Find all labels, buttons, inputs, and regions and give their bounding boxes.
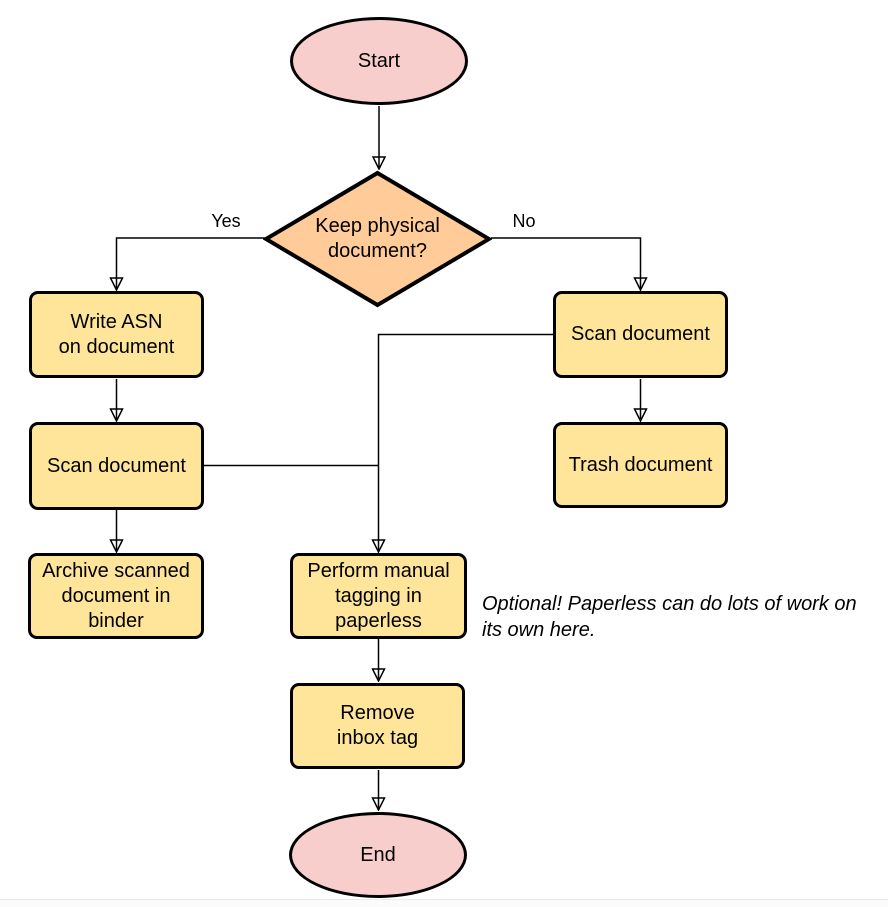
edge-decision-yes-to-write-asn	[117, 237, 265, 288]
edge-scan-right-to-tagging	[379, 333, 553, 551]
write-asn-node: Write ASN on document	[29, 291, 204, 378]
remove-inbox-tag-node: Remove inbox tag	[290, 683, 465, 769]
scan-document-right-node: Scan document	[553, 291, 728, 378]
page-bottom-margin	[0, 900, 888, 907]
edge-label-no: No	[512, 211, 536, 231]
archive-label: Archive scanned document in binder	[42, 559, 190, 632]
archive-node: Archive scanned document in binder	[28, 553, 204, 639]
scan-document-left-label: Scan document	[47, 454, 186, 477]
trash-document-node: Trash document	[553, 422, 728, 508]
scan-document-left-node: Scan document	[29, 422, 204, 510]
trash-document-label: Trash document	[568, 453, 713, 476]
decision-node: Keep physical document?	[263, 170, 492, 308]
manual-tagging-node: Perform manual tagging in paperless	[290, 553, 467, 639]
start-node: Start	[290, 17, 468, 105]
remove-inbox-tag-label: Remove inbox tag	[336, 702, 419, 749]
page-bottom-divider	[0, 899, 888, 900]
write-asn-label: Write ASN on document	[58, 310, 175, 358]
edge-label-yes: Yes	[211, 211, 241, 231]
edge-decision-no-to-scan-right	[491, 237, 641, 288]
optional-annotation: Optional! Paperless can do lots of work …	[482, 593, 857, 641]
end-node: End	[289, 812, 467, 898]
scan-document-right-label: Scan document	[571, 323, 710, 345]
manual-tagging-label: Perform manual tagging in paperless	[307, 559, 450, 632]
decision-label: Keep physical document?	[315, 215, 440, 262]
end-label: End	[360, 843, 396, 866]
start-label: Start	[357, 49, 401, 72]
diamond-shape	[263, 170, 492, 308]
